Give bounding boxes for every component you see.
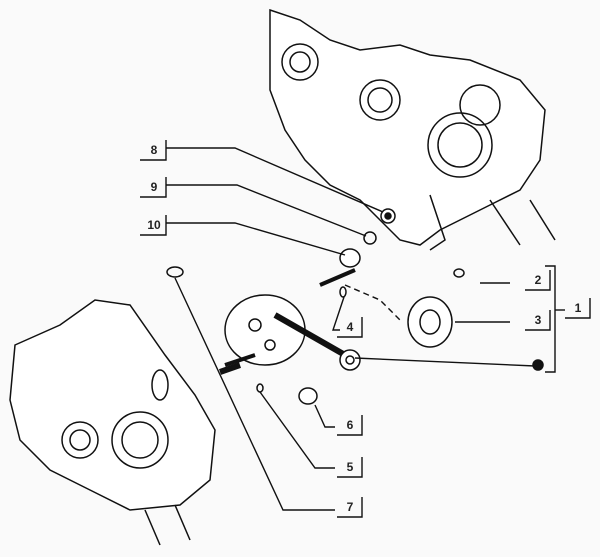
leader-lines <box>166 147 565 511</box>
crankshaft <box>219 268 361 375</box>
part-6-needle-bearing <box>298 387 318 405</box>
label-1: 1 <box>574 301 582 315</box>
label-10: 10 <box>147 218 161 232</box>
part-3-bearing <box>407 296 453 348</box>
part-10-bearing <box>339 248 361 268</box>
label-2: 2 <box>534 273 542 287</box>
lower-crankcase <box>9 299 216 546</box>
label-3: 3 <box>534 313 542 327</box>
upper-crankcase <box>269 8 556 251</box>
label-7: 7 <box>346 500 354 514</box>
label-5: 5 <box>346 460 354 474</box>
label-9: 9 <box>150 180 158 194</box>
part-2-pin <box>453 268 465 278</box>
label-frames <box>140 140 591 518</box>
label-8: 8 <box>150 143 158 157</box>
part-5-pin <box>256 383 264 393</box>
part-9-washer <box>363 231 377 245</box>
part-4-key <box>339 286 347 298</box>
part-7-ring <box>166 266 184 278</box>
label-6: 6 <box>346 418 354 432</box>
assembly-dot <box>532 359 544 371</box>
label-4: 4 <box>346 320 354 334</box>
